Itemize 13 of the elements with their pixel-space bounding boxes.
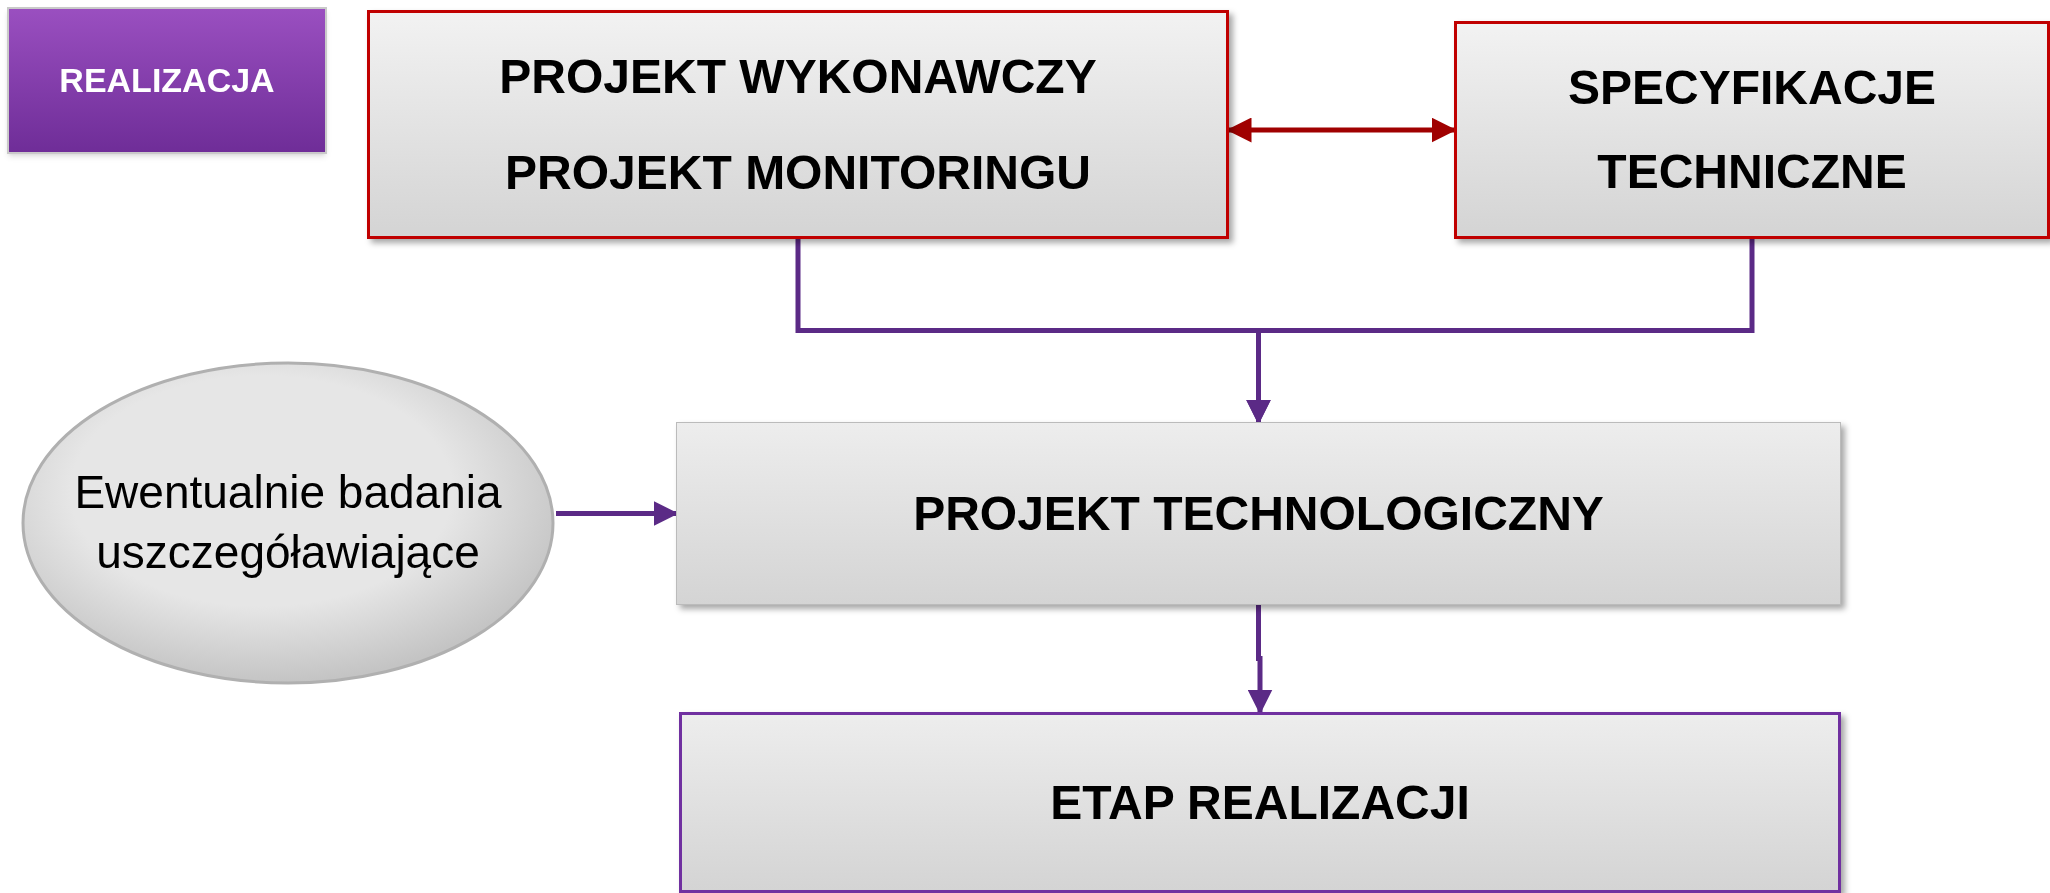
node-text: REALIZACJA (59, 60, 275, 101)
node-text: SPECYFIKACJE TECHNICZNE (1566, 60, 1938, 200)
node-text: PROJEKT TECHNOLOGICZNY (913, 485, 1604, 542)
node-text: ETAP REALIZACJI (1050, 774, 1470, 831)
process-box (367, 10, 1229, 239)
process-box (1454, 21, 2050, 239)
node-text: PROJEKT MONITORINGU (505, 144, 1091, 201)
label-box (7, 7, 327, 154)
process-box (679, 712, 1841, 893)
node-text: PROJEKT WYKONAWCZY (499, 48, 1097, 105)
process-box (676, 422, 1841, 605)
ellipse-node (20, 360, 556, 686)
node-text: Ewentualnie badania uszczegóławiające (73, 465, 503, 580)
